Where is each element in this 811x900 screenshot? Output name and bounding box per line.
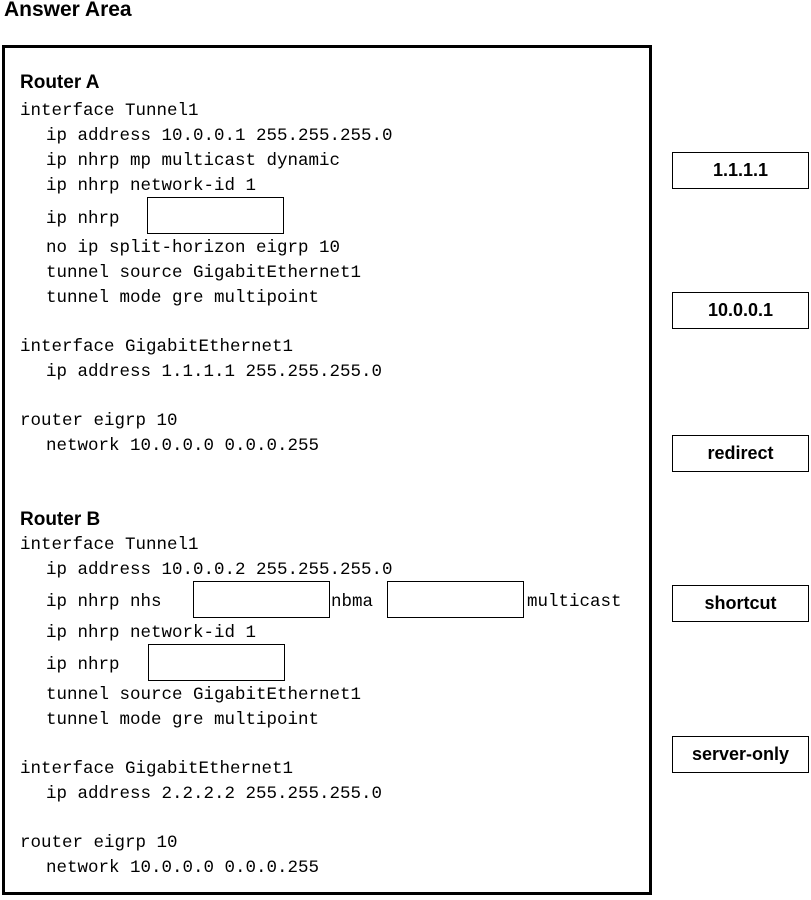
router-a-nhrp-map: ip nhrp mp multicast dynamic xyxy=(46,151,341,171)
router-b-tunnel-ip: ip address 10.0.0.2 255.255.255.0 xyxy=(46,560,393,580)
router-a-tunnel-ip: ip address 10.0.0.1 255.255.255.0 xyxy=(46,126,393,146)
router-a-network-id: ip nhrp network-id 1 xyxy=(46,176,257,196)
router-b-network-id: ip nhrp network-id 1 xyxy=(46,623,257,643)
router-b-nhrp-drop-target[interactable] xyxy=(148,644,285,681)
router-b-title: Router B xyxy=(20,509,101,530)
option-redirect[interactable]: redirect xyxy=(672,435,809,472)
answer-area-panel xyxy=(2,45,652,895)
answer-area-heading: Answer Area xyxy=(4,0,132,21)
option-shortcut[interactable]: shortcut xyxy=(672,585,809,622)
router-b-tunnel-mode: tunnel mode gre multipoint xyxy=(46,710,320,730)
router-b-nbma-drop-target[interactable] xyxy=(387,581,524,618)
router-a-gig-ip: ip address 1.1.1.1 255.255.255.0 xyxy=(46,362,383,382)
router-a-nhrp-prefix: ip nhrp xyxy=(46,209,120,229)
router-a-gig-interface: interface GigabitEthernet1 xyxy=(20,337,294,357)
router-a-eigrp: router eigrp 10 xyxy=(20,411,178,431)
router-a-tunnel-source: tunnel source GigabitEthernet1 xyxy=(46,263,362,283)
router-a-eigrp-network: network 10.0.0.0 0.0.0.255 xyxy=(46,436,320,456)
router-a-tunnel-mode: tunnel mode gre multipoint xyxy=(46,288,320,308)
router-a-nhrp-drop-target[interactable] xyxy=(147,197,284,234)
router-a-split-horizon: no ip split-horizon eigrp 10 xyxy=(46,238,341,258)
router-b-multicast-label: multicast xyxy=(527,592,622,612)
router-b-tunnel-interface: interface Tunnel1 xyxy=(20,535,199,555)
router-b-nhs-drop-target[interactable] xyxy=(193,581,330,618)
router-b-gig-interface: interface GigabitEthernet1 xyxy=(20,759,294,779)
router-a-title: Router A xyxy=(20,72,100,93)
router-b-nhrp-prefix: ip nhrp xyxy=(46,655,120,675)
option-10-0-0-1[interactable]: 10.0.0.1 xyxy=(672,292,809,329)
router-b-eigrp: router eigrp 10 xyxy=(20,833,178,853)
router-a-tunnel-interface: interface Tunnel1 xyxy=(20,101,199,121)
router-b-eigrp-network: network 10.0.0.0 0.0.0.255 xyxy=(46,858,320,878)
router-b-gig-ip: ip address 2.2.2.2 255.255.255.0 xyxy=(46,784,383,804)
option-server-only[interactable]: server-only xyxy=(672,736,809,773)
option-1-1-1-1[interactable]: 1.1.1.1 xyxy=(672,152,809,189)
router-b-tunnel-source: tunnel source GigabitEthernet1 xyxy=(46,685,362,705)
router-b-nbma-label: nbma xyxy=(331,592,374,612)
router-b-nhs-prefix: ip nhrp nhs xyxy=(46,592,162,612)
